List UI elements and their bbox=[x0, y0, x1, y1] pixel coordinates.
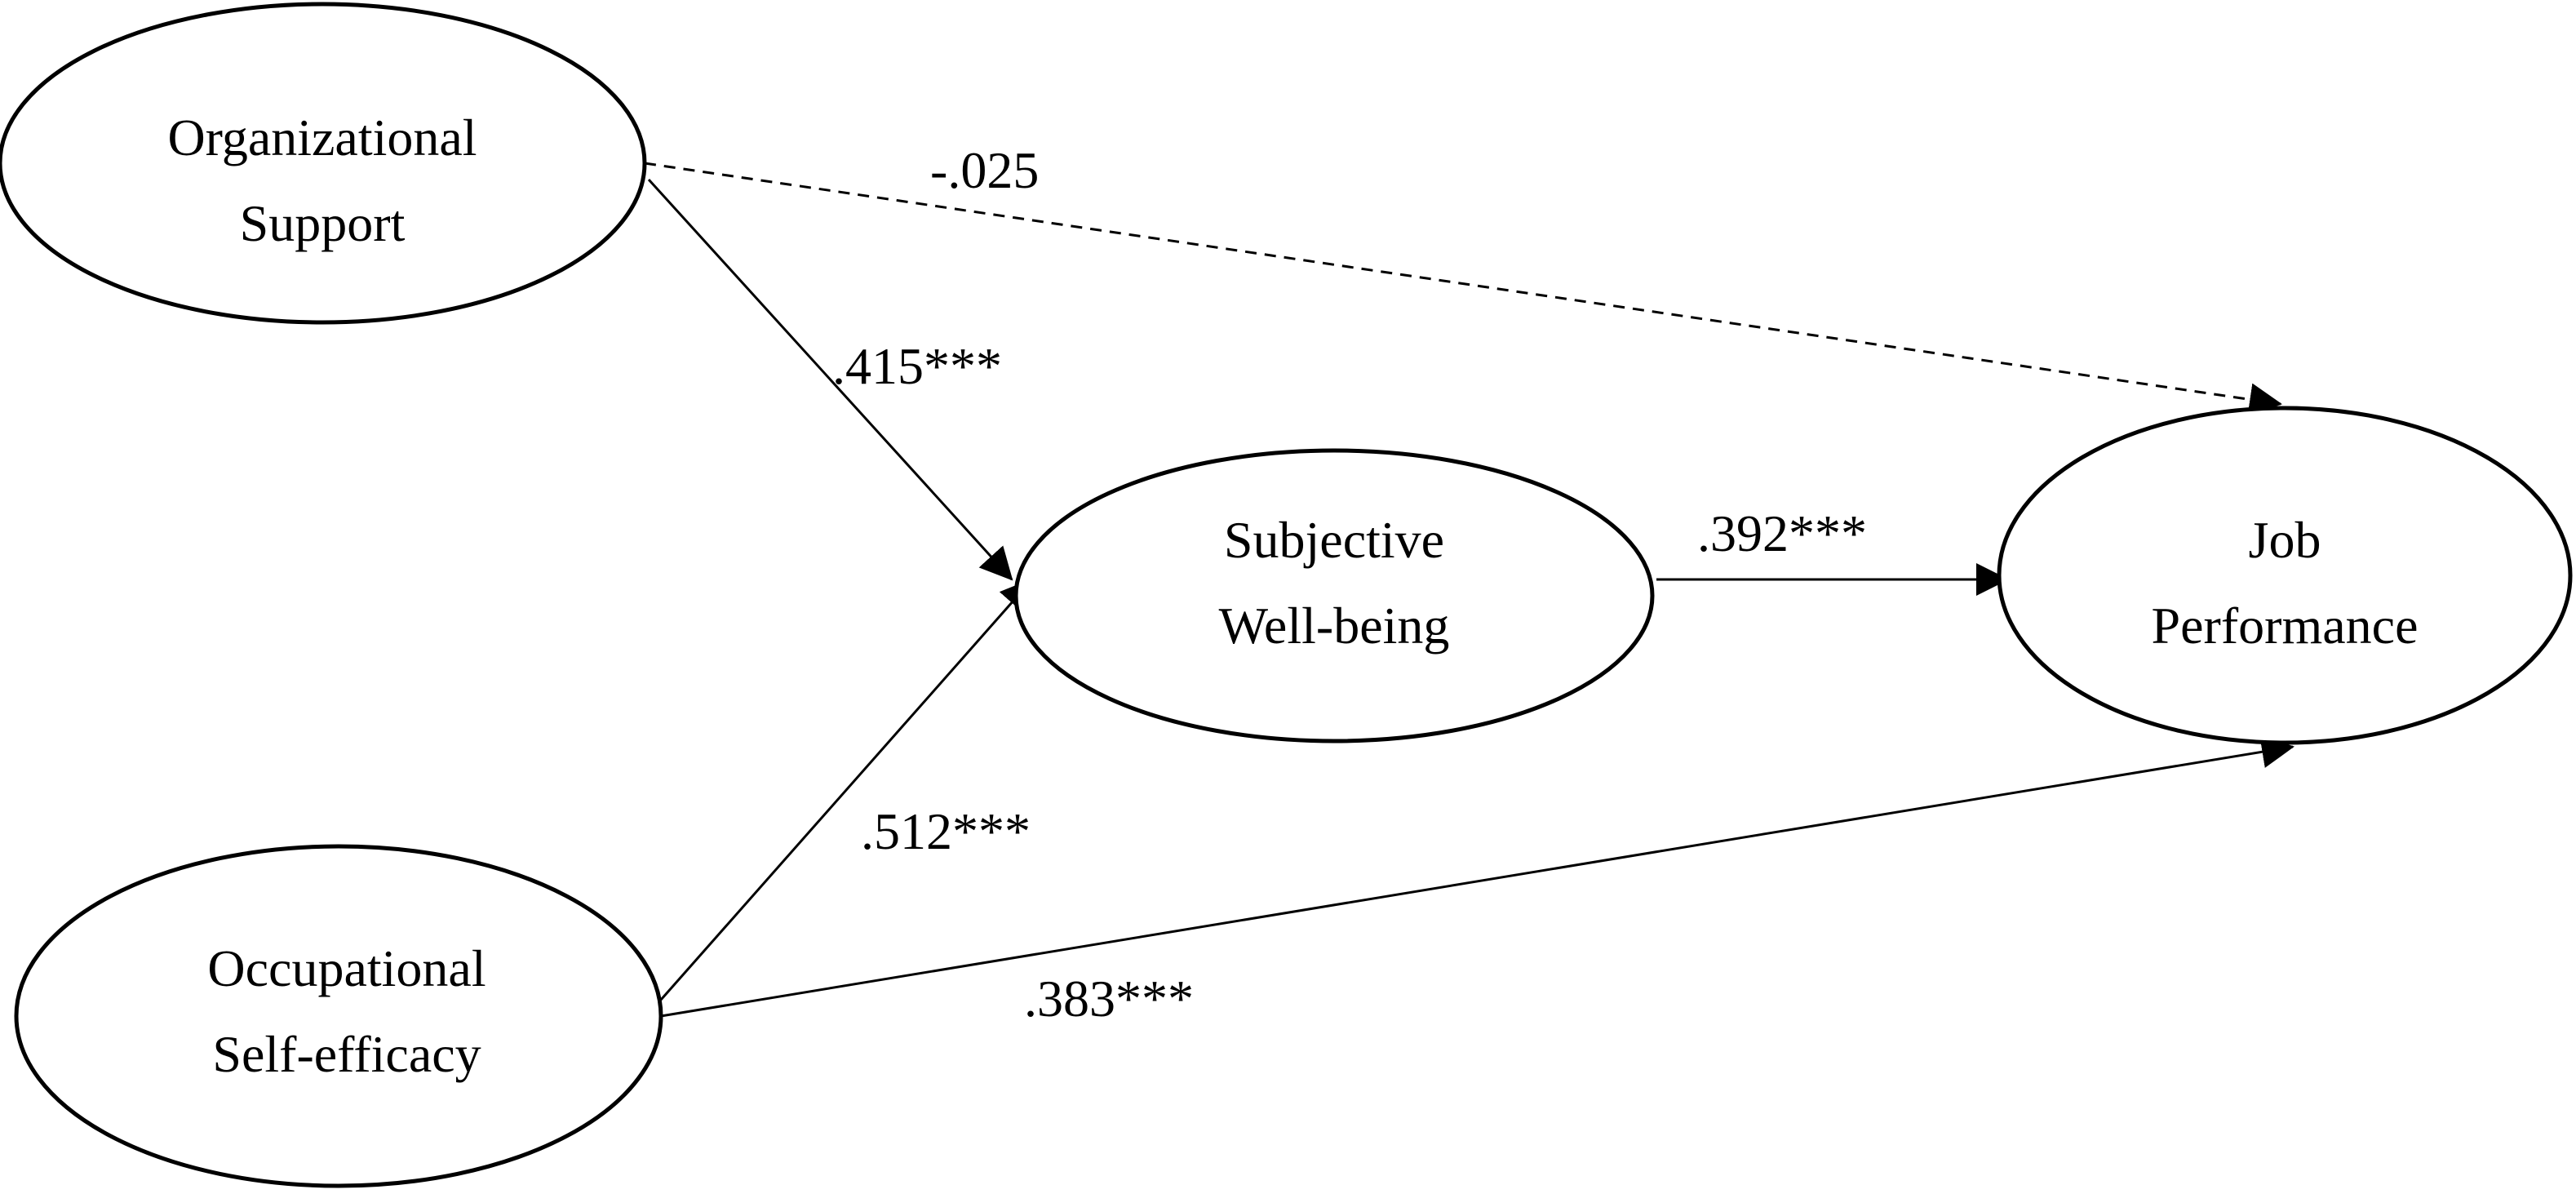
edge-label-org-to-wb: .415*** bbox=[832, 337, 1002, 395]
node-job-performance: Job Performance bbox=[1997, 406, 2573, 745]
node-subjective-well-being-line1: Subjective bbox=[1224, 511, 1444, 569]
node-job-performance-line2: Performance bbox=[2152, 597, 2419, 655]
edge-org-support-to-well-being bbox=[647, 178, 1013, 581]
edge-label-se-to-wb: .512*** bbox=[861, 802, 1031, 860]
node-job-performance-line1: Job bbox=[2249, 511, 2321, 569]
node-organizational-support-line1: Organizational bbox=[167, 109, 477, 166]
node-occupational-self-efficacy-line1: Occupational bbox=[207, 939, 485, 997]
edge-self-efficacy-to-job-performance bbox=[660, 735, 2294, 1018]
node-occupational-self-efficacy: Occupational Self-efficacy bbox=[14, 844, 663, 1188]
edge-org-support-to-job-performance bbox=[644, 162, 2282, 416]
node-occupational-self-efficacy-line2: Self-efficacy bbox=[212, 1025, 481, 1083]
edge-label-org-to-job: -.025 bbox=[930, 141, 1039, 199]
node-organizational-support: Organizational Support bbox=[0, 2, 647, 325]
node-subjective-well-being-line2: Well-being bbox=[1219, 597, 1450, 655]
node-organizational-support-line2: Support bbox=[240, 194, 406, 252]
edge-label-se-to-job: .383*** bbox=[1024, 970, 1194, 1028]
node-subjective-well-being: Subjective Well-being bbox=[1013, 448, 1655, 743]
edge-label-wb-to-job: .392*** bbox=[1697, 504, 1867, 562]
edge-self-efficacy-to-well-being bbox=[659, 578, 1034, 1001]
